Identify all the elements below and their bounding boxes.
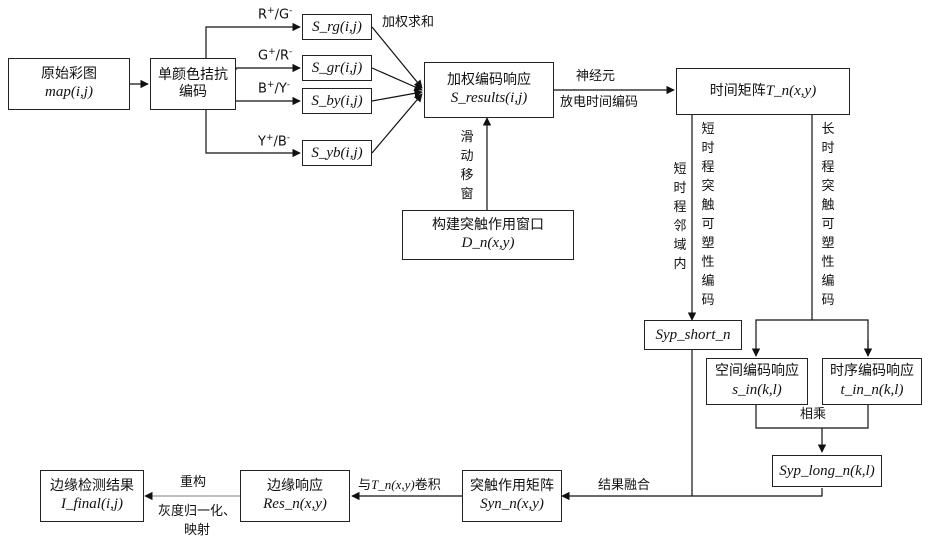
s-rg-label: S_rg(i,j) [312,18,362,37]
weighted-response-label: 加权编码响应 [447,72,531,90]
arrow-sby-to-weighted [372,92,422,101]
synapse-matrix-box: 突触作用矩阵 Syn_n(x,y) [462,470,562,522]
edge-result-label: 边缘检测结果 [50,478,134,496]
label-short-neigh: 短时程邻域内 [672,160,688,274]
line-time-to-long [756,115,812,356]
temporal-response-box: 时序编码响应 t_in_n(k,l) [822,358,922,405]
spatial-response-box: 空间编码响应 s_in(k,l) [706,358,808,405]
label-mapping: 映射 [184,524,210,539]
single-opponent-box: 单颜色拮抗 编码 [150,58,236,110]
syp-long-label: Syp_long_n(k,l) [779,462,874,481]
original-image-box: 原始彩图 map(i,j) [8,58,130,110]
label-firing-time: 放电时间编码 [560,96,638,111]
s-yb-box: S_yb(i,j) [302,140,372,166]
time-matrix-box: 时间矩阵 T_n(x,y) [676,68,850,115]
label-multiply: 相乘 [800,408,826,423]
edge-response-label: 边缘响应 [267,478,323,496]
single-opponent-line1: 单颜色拮抗 [158,67,228,85]
synapse-matrix-math: Syn_n(x,y) [480,495,544,514]
syp-short-label: Syp_short_n [656,326,731,345]
label-short-plastic: 短时程突触可塑性编码 [700,120,716,310]
label-sliding-window: 滑动移窗 [459,128,475,204]
edge-response-math: Res_n(x,y) [263,495,327,514]
spatial-response-label: 空间编码响应 [715,363,799,381]
temporal-response-label: 时序编码响应 [830,363,914,381]
temporal-response-math: t_in_n(k,l) [841,381,904,400]
arrow-syb-to-weighted [372,94,422,153]
label-fusion: 结果融合 [598,479,650,494]
weighted-response-box: 加权编码响应 S_results(i,j) [424,62,554,118]
original-image-label: 原始彩图 [41,66,97,84]
s-yb-label: S_yb(i,j) [311,144,362,163]
s-by-label: S_by(i,j) [311,92,362,111]
synapse-window-box: 构建突触作用窗口 D_n(x,y) [402,210,574,260]
branch-gr [236,68,300,70]
weighted-response-math: S_results(i,j) [451,89,528,108]
original-image-math: map(i,j) [45,83,93,102]
label-rg: R+/G- [258,6,292,23]
label-gr: G+/R- [258,47,292,64]
edge-result-math: I_final(i,j) [61,495,123,514]
single-opponent-line2: 编码 [179,84,207,102]
label-normalize: 灰度归一化、 [158,505,236,520]
label-long-plastic: 长时程突触可塑性编码 [820,120,836,310]
label-neuron: 神经元 [576,70,615,85]
line-long-to-temporal [812,320,868,356]
s-gr-box: S_gr(i,j) [302,55,372,81]
spatial-response-math: s_in(k,l) [732,381,782,400]
syp-long-box: Syp_long_n(k,l) [772,455,882,487]
syp-short-box: Syp_short_n [644,320,742,350]
s-gr-label: S_gr(i,j) [312,59,362,78]
label-yb: Y+/B- [258,133,290,150]
time-matrix-label: 时间矩阵 [710,83,766,101]
label-by: B+/Y- [258,80,290,97]
synapse-matrix-label: 突触作用矩阵 [470,478,554,496]
edge-result-box: 边缘检测结果 I_final(i,j) [40,470,144,522]
synapse-window-label: 构建突触作用窗口 [432,217,544,235]
label-weighted-sum: 加权求和 [382,16,434,31]
s-by-box: S_by(i,j) [302,88,372,114]
edge-response-box: 边缘响应 Res_n(x,y) [240,470,350,522]
time-matrix-math: T_n(x,y) [766,82,816,101]
s-rg-box: S_rg(i,j) [302,14,372,40]
label-convolve: 与T_n(x,y)卷积 [358,478,441,494]
label-reconstruct: 重构 [180,476,206,491]
synapse-window-math: D_n(x,y) [462,234,515,253]
